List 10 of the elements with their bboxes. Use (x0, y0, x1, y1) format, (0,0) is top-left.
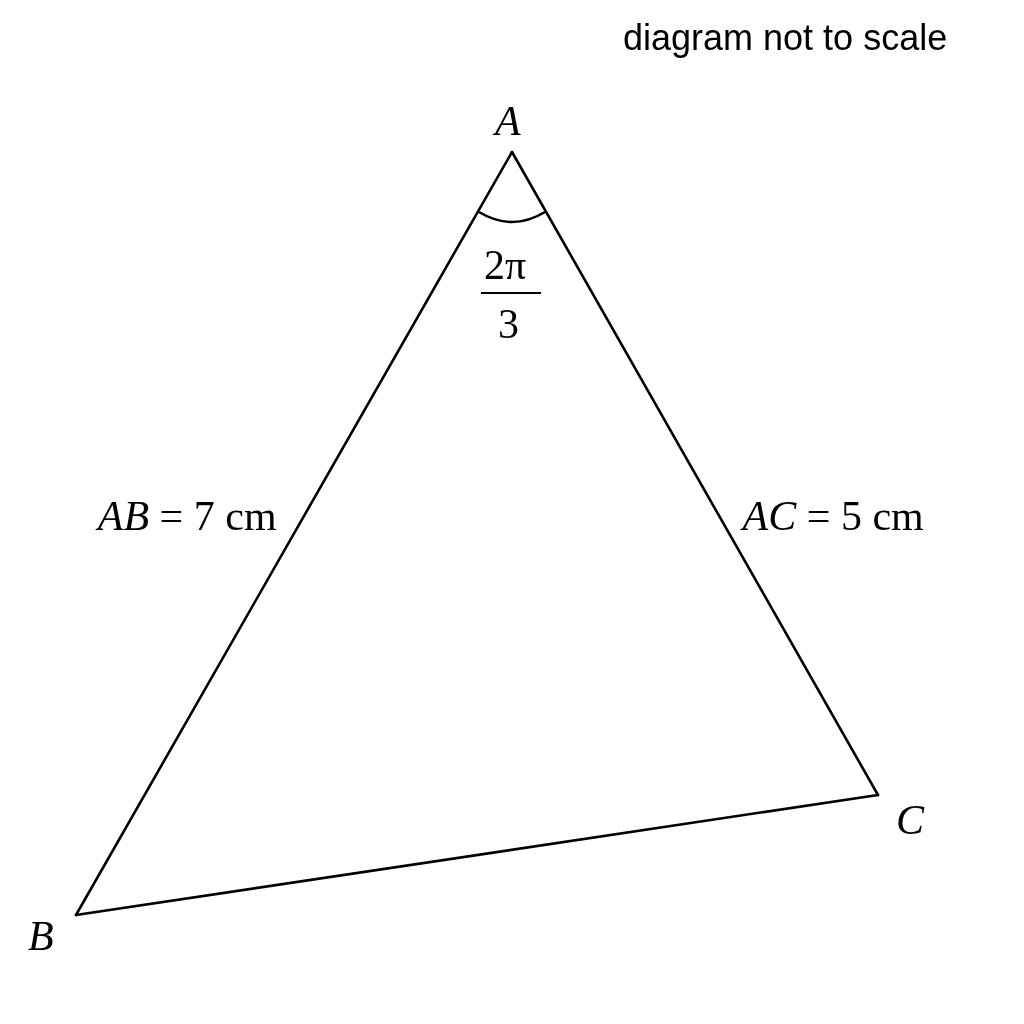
note: diagram not to scale (623, 20, 948, 56)
vertex-label: B (28, 915, 54, 957)
angle-label: 3 (498, 303, 519, 345)
triangle-side (510, 150, 880, 797)
vertex-label: C (896, 799, 924, 841)
triangle-side (74, 150, 514, 917)
triangle-side (74, 793, 880, 917)
angle-label: 2π (484, 244, 527, 286)
edge-label: AC = 5 cm (742, 495, 924, 537)
edge-label: AB = 7 cm (97, 495, 277, 537)
